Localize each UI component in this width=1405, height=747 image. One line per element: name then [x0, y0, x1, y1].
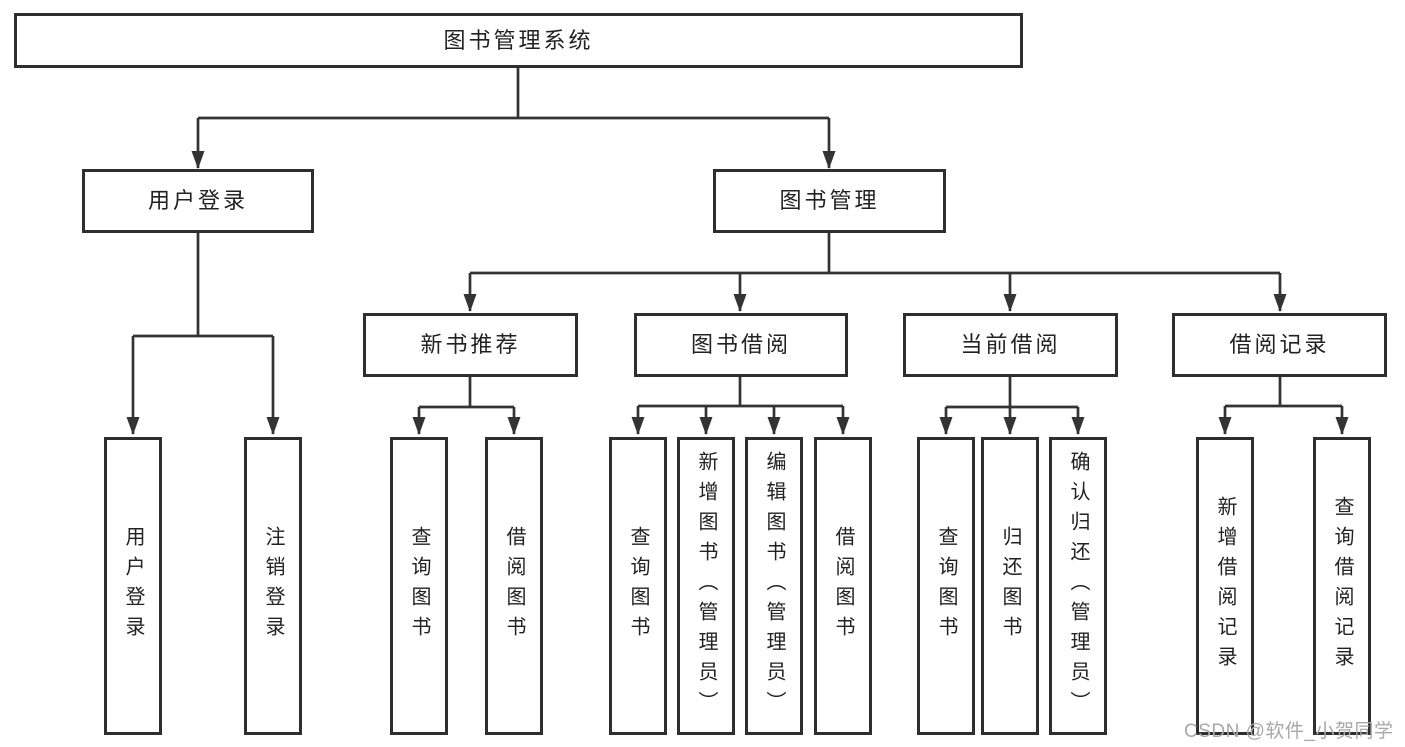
- node-book-borrowing: 图书借阅: [634, 313, 848, 377]
- node-leaf-query-books-recommend: 查询图书: [390, 437, 448, 735]
- node-leaf-borrow-books: 借阅图书: [814, 437, 872, 735]
- node-root-label: 图书管理系统: [443, 27, 594, 53]
- node-leaf-user-login: 用户登录: [104, 437, 162, 735]
- node-book-borrowing-label: 图书借阅: [690, 332, 791, 357]
- node-leaf-return-book: 归还图书: [981, 437, 1039, 735]
- node-leaf-query-books-recommend-label: 查询图书: [408, 526, 430, 646]
- node-book-management-label: 图书管理: [779, 188, 880, 213]
- node-new-book-recommend-label: 新书推荐: [420, 332, 521, 357]
- node-leaf-add-book-admin-label: 新增图书（管理员）: [695, 451, 717, 721]
- watermark: CSDN @软件_小贺同学: [1184, 721, 1394, 742]
- node-leaf-query-borrow-record: 查询借阅记录: [1313, 437, 1371, 735]
- node-user-login-label: 用户登录: [147, 188, 248, 213]
- node-leaf-query-books-borrow-label: 查询图书: [627, 526, 649, 646]
- node-current-borrowing-label: 当前借阅: [960, 332, 1061, 357]
- node-leaf-query-books-current-label: 查询图书: [935, 526, 957, 646]
- node-leaf-add-borrow-record-label: 新增借阅记录: [1214, 496, 1236, 676]
- node-leaf-confirm-return-admin: 确认归还（管理员）: [1049, 437, 1107, 735]
- node-new-book-recommend: 新书推荐: [363, 313, 578, 377]
- node-leaf-edit-book-admin: 编辑图书（管理员）: [745, 437, 803, 735]
- node-borrowing-records: 借阅记录: [1172, 313, 1387, 377]
- node-borrowing-records-label: 借阅记录: [1229, 332, 1330, 357]
- node-leaf-confirm-return-admin-label: 确认归还（管理员）: [1067, 451, 1089, 721]
- node-leaf-return-book-label: 归还图书: [999, 526, 1021, 646]
- node-leaf-logout-label: 注销登录: [262, 526, 284, 646]
- node-leaf-borrow-books-label: 借阅图书: [832, 526, 854, 646]
- node-leaf-query-borrow-record-label: 查询借阅记录: [1331, 496, 1353, 676]
- node-leaf-add-borrow-record: 新增借阅记录: [1196, 437, 1254, 735]
- node-leaf-borrow-books-recommend-label: 借阅图书: [503, 526, 525, 646]
- node-leaf-add-book-admin: 新增图书（管理员）: [677, 437, 735, 735]
- node-user-login: 用户登录: [82, 169, 314, 233]
- node-leaf-borrow-books-recommend: 借阅图书: [485, 437, 543, 735]
- node-leaf-user-login-label: 用户登录: [122, 526, 144, 646]
- node-root: 图书管理系统: [14, 13, 1023, 68]
- node-leaf-logout: 注销登录: [244, 437, 302, 735]
- node-book-management: 图书管理: [713, 169, 946, 233]
- node-leaf-query-books-current: 查询图书: [917, 437, 975, 735]
- node-leaf-edit-book-admin-label: 编辑图书（管理员）: [763, 451, 785, 721]
- node-current-borrowing: 当前借阅: [903, 313, 1118, 377]
- node-leaf-query-books-borrow: 查询图书: [609, 437, 667, 735]
